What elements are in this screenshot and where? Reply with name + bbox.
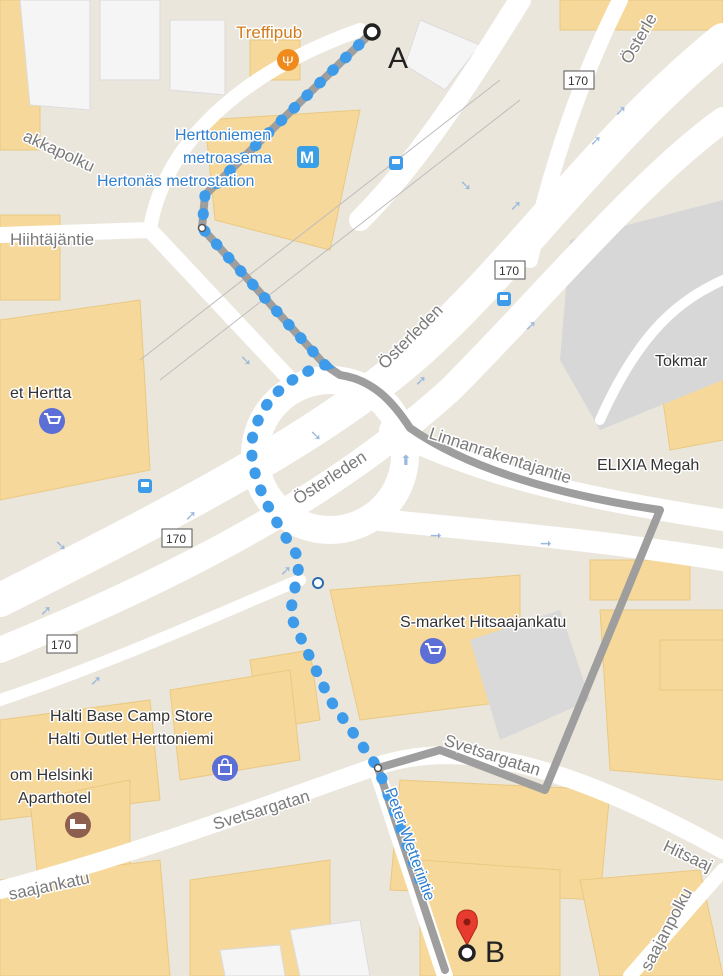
svg-text:➚: ➚ [525,317,537,333]
svg-text:170: 170 [166,532,186,546]
poi-label-halti-2[interactable]: Halti Outlet Herttoniemi [47,730,215,750]
svg-text:➚: ➚ [615,102,627,118]
bus-stop-icon[interactable] [138,479,152,493]
poi-label-metro-sv[interactable]: Hertonäs metrostation [96,172,256,192]
route-shield: 170 [161,528,193,548]
start-letter: A [388,42,408,75]
bus-stop-icon[interactable] [497,292,511,306]
restaurant-icon[interactable]: Ψ [277,49,299,71]
shopping-cart-icon[interactable] [39,408,65,434]
svg-text:170: 170 [51,638,71,652]
route-waypoint [312,577,324,589]
parking-area [560,200,723,430]
end-letter: B [485,936,505,969]
route-waypoint [197,223,207,233]
svg-text:➚: ➚ [415,372,427,388]
poi-label-metro-fi-2[interactable]: metroasema [182,149,274,169]
street-label-hiihtajantie: Hiihtäjäntie [10,230,94,249]
svg-text:170: 170 [568,74,588,88]
svg-text:⬆: ⬆ [400,452,412,468]
start-marker[interactable] [363,23,381,41]
svg-text:➘: ➘ [460,177,472,193]
metro-icon[interactable]: M [297,146,319,168]
poi-label-hotel-2[interactable]: Aparthotel [17,789,93,809]
end-pin-icon[interactable] [456,909,478,962]
rail-lines [139,79,521,381]
poi-label-elixia[interactable]: ELIXIA Megah [596,456,701,476]
svg-text:➞: ➞ [540,535,552,551]
walking-route [196,26,426,886]
poi-label-hertta[interactable]: et Hertta [9,384,73,404]
shopping-cart-icon[interactable] [420,638,446,664]
svg-text:➞: ➞ [430,527,442,543]
svg-text:Ψ: Ψ [282,53,294,69]
building-blocks [19,0,481,976]
svg-text:➚: ➚ [90,672,102,688]
poi-label-tokmanni[interactable]: Tokmar [654,352,710,372]
poi-label-smarket[interactable]: S-market Hitsaajankatu [399,613,568,633]
svg-text:➚: ➚ [185,507,197,523]
poi-label-halti-1[interactable]: Halti Base Camp Store [49,707,215,727]
shopping-bag-icon[interactable] [212,755,238,781]
route-shield: 170 [46,634,78,654]
metro-badge-text: M [300,148,314,167]
route-waypoint [373,763,383,773]
svg-text:➚: ➚ [510,197,522,213]
svg-text:➘: ➘ [240,352,252,368]
route-shield: 170 [494,260,526,280]
poi-label-treffipub[interactable]: Treffipub [235,22,304,44]
driving-route [198,28,664,974]
svg-text:➘: ➘ [55,537,67,553]
poi-label-hotel-1[interactable]: om Helsinki [9,766,95,786]
route-shield: 170 [563,70,595,90]
poi-label-metro-fi-1[interactable]: Herttoniemen [174,126,273,146]
direction-arrows: ➚ ➚ ➘ ➚ ➚ ➘ ➘ ⬆ ➞ ➞ ➚ ➚ ➘ ➚ ➚ ➚ [40,102,627,688]
svg-text:➚: ➚ [590,132,602,148]
hotel-bed-icon[interactable] [65,812,91,838]
svg-text:➘: ➘ [310,427,322,443]
svg-text:➚: ➚ [40,602,52,618]
svg-text:170: 170 [499,264,519,278]
bus-stop-icon[interactable] [389,156,403,170]
svg-text:➚: ➚ [280,562,292,578]
parking-area-2 [470,610,590,740]
